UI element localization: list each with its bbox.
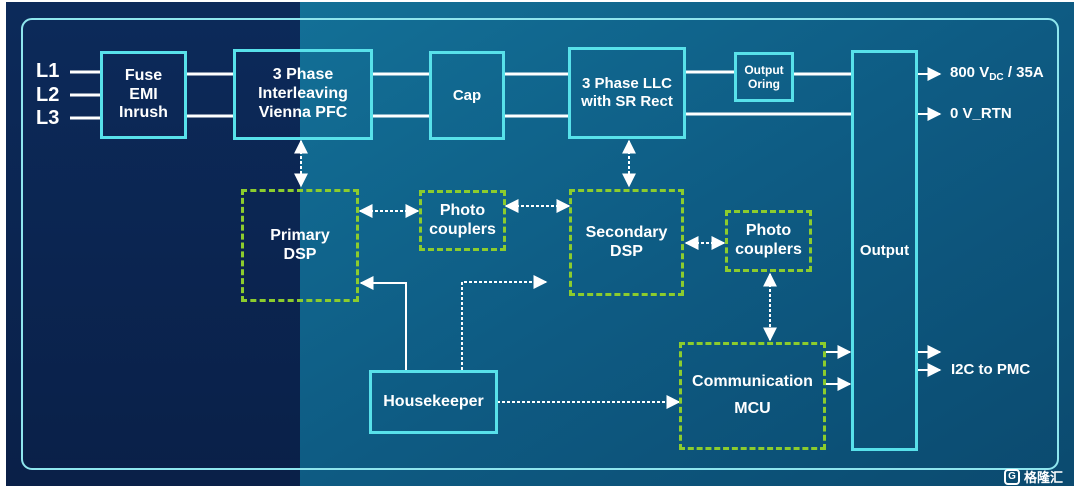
block-line: Inrush	[119, 104, 168, 122]
diagram-frame	[21, 18, 1059, 470]
block-line: couplers	[735, 241, 802, 258]
output-800v-current: / 35A	[1003, 64, 1044, 81]
output-block: Output	[851, 50, 918, 451]
block-line: Communication	[692, 373, 813, 391]
input-l1-label: L1	[36, 60, 60, 82]
block-line: DSP	[283, 245, 317, 263]
block-line: 3 Phase	[272, 66, 334, 84]
block-line: Primary	[270, 226, 330, 244]
secondary-dsp-block: Secondary DSP	[569, 189, 684, 296]
housekeeper-block: Housekeeper	[369, 370, 498, 434]
block-line: Output	[744, 62, 784, 77]
photo-couplers-1-block: Photo couplers	[419, 190, 506, 251]
block-line: MCU	[734, 400, 771, 417]
block-line: Vienna PFC	[258, 103, 348, 121]
input-l2-label: L2	[36, 84, 60, 106]
watermark: G 格隆汇	[1004, 467, 1063, 486]
block-line: Interleaving	[258, 85, 348, 103]
block-line: Housekeeper	[383, 392, 484, 410]
block-line: DSP	[610, 242, 643, 260]
block-line: Fuse	[124, 66, 163, 84]
output-rtn-label: 0 V_RTN	[950, 105, 1012, 122]
input-l3-label: L3	[36, 107, 60, 129]
cap-block: Cap	[429, 51, 505, 140]
block-line: Oring	[748, 77, 780, 91]
communication-mcu-block: Communication MCU	[679, 342, 826, 450]
block-line: Photo	[439, 201, 486, 219]
output-800v-subscript: DC	[989, 72, 1004, 83]
block-line: Secondary	[585, 223, 668, 241]
llc-block: 3 Phase LLC with SR Rect	[568, 47, 686, 139]
block-line: Output	[859, 241, 910, 259]
watermark-logo-icon: G	[1004, 468, 1020, 485]
watermark-text: 格隆汇	[1024, 470, 1064, 485]
block-line: Cap	[452, 86, 482, 104]
fuse-emi-inrush-block: Fuse EMI Inrush	[100, 51, 187, 139]
output-800v-value: 800 V	[950, 64, 990, 81]
output-oring-block: Output Oring	[734, 52, 794, 102]
block-line: 3 Phase LLC	[581, 75, 673, 93]
primary-dsp-block: Primary DSP	[241, 189, 359, 302]
block-line: with SR Rect	[581, 93, 673, 110]
output-800v-label: 800 VDC / 35A	[950, 64, 1044, 83]
block-line: couplers	[429, 220, 496, 238]
output-i2c-label: I2C to PMC	[951, 361, 1031, 378]
photo-couplers-2-block: Photo couplers	[725, 210, 812, 272]
block-line: EMI	[129, 85, 158, 103]
block-line: Photo	[745, 222, 792, 240]
vienna-pfc-block: 3 Phase Interleaving Vienna PFC	[233, 49, 373, 140]
